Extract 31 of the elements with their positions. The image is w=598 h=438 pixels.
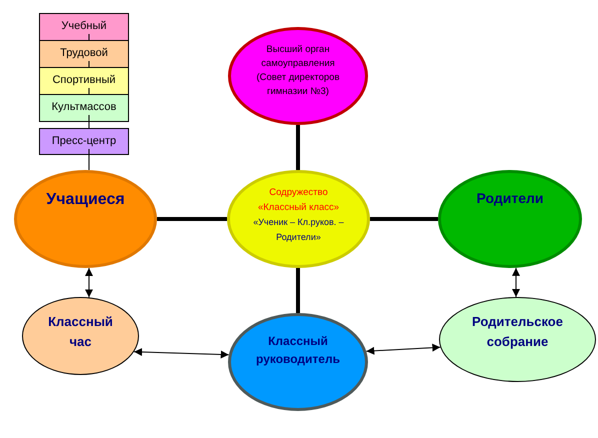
connector-line bbox=[370, 217, 438, 221]
node-label: Высший орган самоуправления (Совет директоров гимназии №3) bbox=[255, 43, 341, 99]
node-label: Культмассов bbox=[52, 100, 116, 114]
node-label: Учащиеся bbox=[46, 190, 125, 210]
double-arrow bbox=[134, 348, 230, 359]
node-label: Родительское собрание bbox=[471, 313, 564, 351]
node-label: Учебный bbox=[61, 19, 107, 33]
category-box bbox=[39, 128, 129, 155]
connector-line bbox=[88, 88, 90, 94]
connector-line bbox=[296, 125, 300, 170]
node-label: Трудовой bbox=[60, 46, 108, 60]
connector-line bbox=[157, 217, 227, 221]
connector-line bbox=[88, 60, 90, 68]
node-label: Пресс-центр bbox=[52, 134, 116, 148]
node-label: Родители bbox=[476, 189, 544, 207]
double-arrow bbox=[366, 344, 441, 355]
connector-line bbox=[88, 148, 90, 171]
double-arrow bbox=[512, 267, 520, 298]
node-label: Спортивный bbox=[52, 73, 116, 87]
node-label: Классный час bbox=[47, 313, 114, 351]
category-box bbox=[39, 13, 129, 41]
node-label: Классный руководитель bbox=[255, 333, 341, 368]
connector-line bbox=[296, 268, 300, 313]
category-box bbox=[39, 40, 129, 68]
node-label: Содружество «Классный класс» bbox=[256, 186, 340, 214]
double-arrow bbox=[85, 267, 93, 298]
connector-line bbox=[88, 34, 90, 40]
node-label: «Ученик – Кл.руков. – Родители» bbox=[252, 216, 345, 244]
category-box bbox=[39, 94, 129, 122]
connector-line bbox=[88, 114, 90, 128]
category-box bbox=[39, 67, 129, 95]
